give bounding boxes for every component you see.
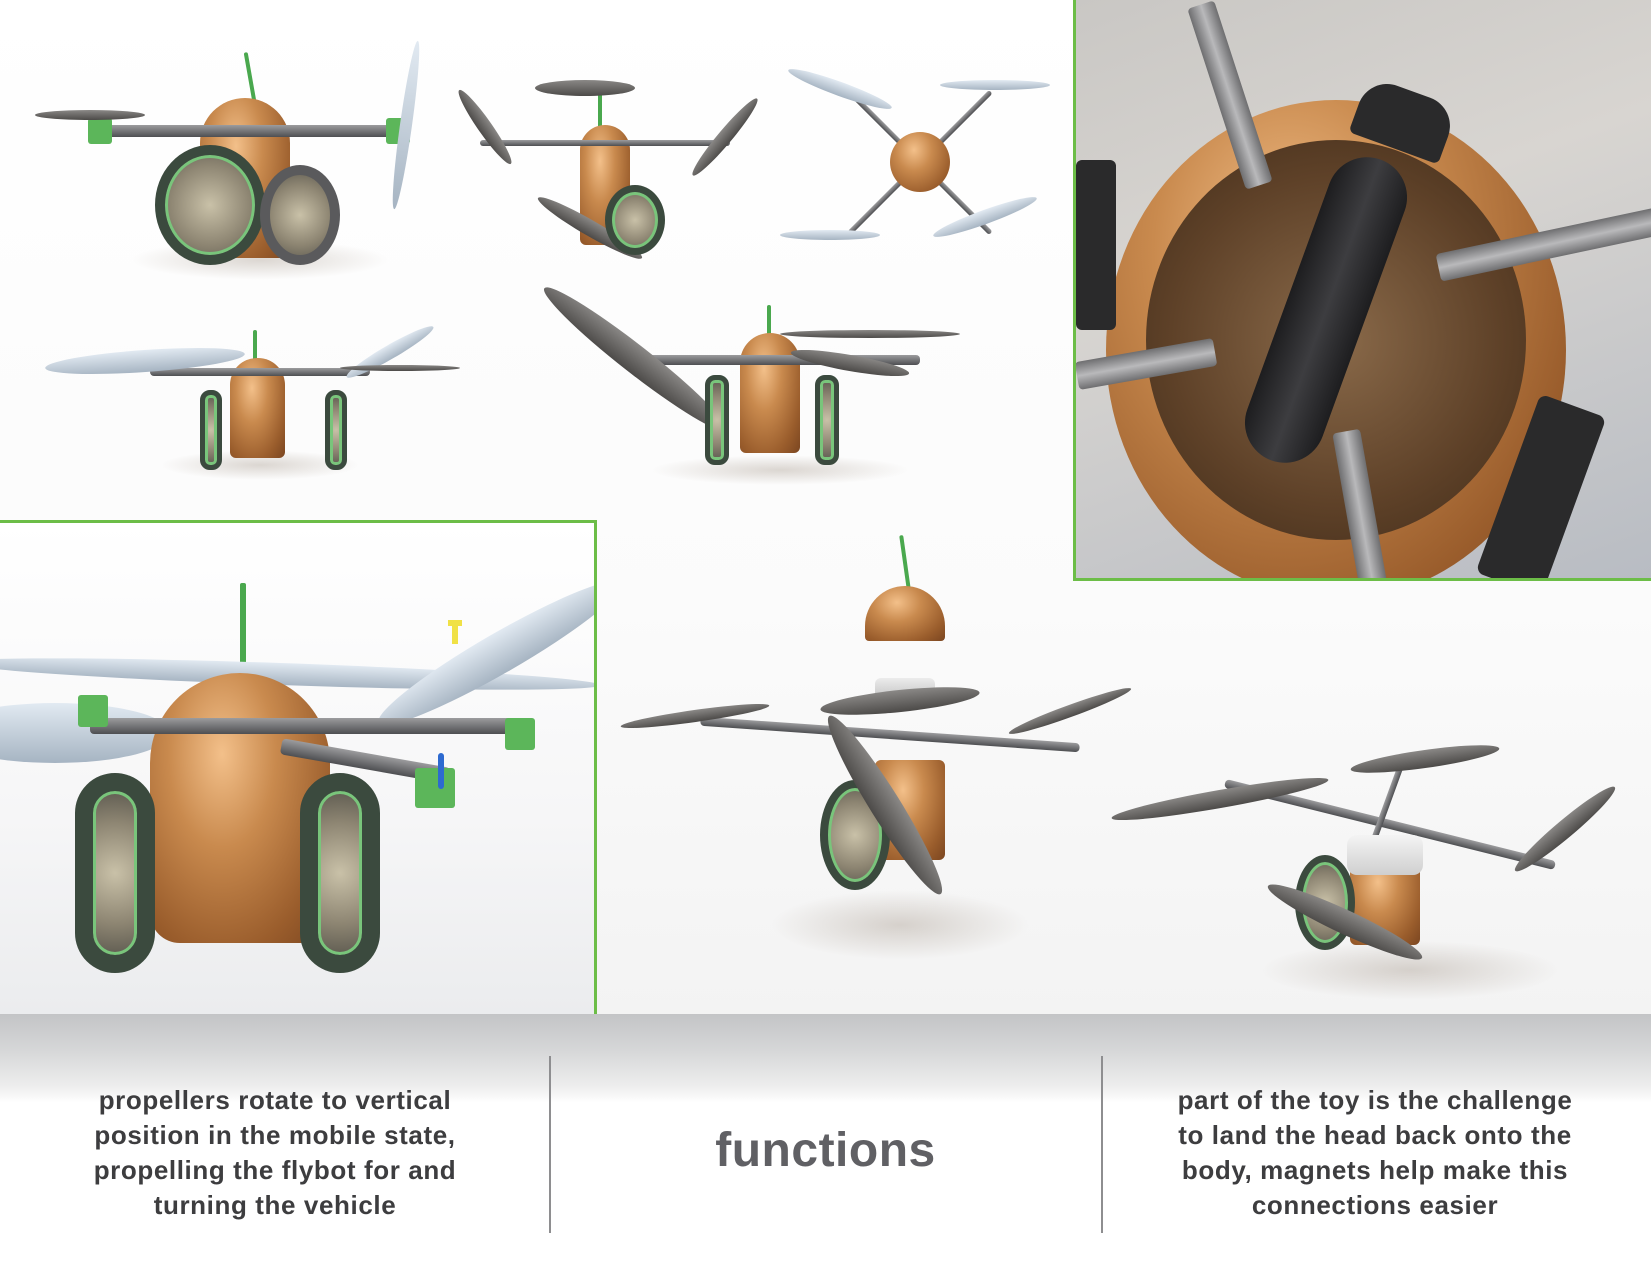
caption-left: propellers rotate to vertical position i… — [20, 1083, 530, 1223]
page-title: functions — [715, 1124, 936, 1177]
caption-left-line: turning the vehicle — [153, 1190, 397, 1220]
render-front-view-light-props — [40, 320, 470, 480]
caption-right-line: to land the head back onto the — [1178, 1120, 1572, 1150]
caption-left-line: position in the mobile state, — [94, 1120, 456, 1150]
caption-left-line: propelling the flybot for and — [93, 1155, 457, 1185]
render-top-view — [780, 63, 1050, 260]
render-detail-front-closeup — [0, 523, 594, 1014]
caption-right-line: body, magnets help make this — [1181, 1155, 1569, 1185]
render-front-perspective — [440, 70, 780, 270]
caption-left-line: propellers rotate to vertical — [98, 1085, 452, 1115]
caption-right-line: part of the toy is the challenge — [1177, 1085, 1573, 1115]
separator-left — [549, 1056, 551, 1233]
render-side-view-mobile — [30, 39, 430, 280]
render-assembled-no-head — [1110, 739, 1630, 1000]
render-exploded-head — [619, 530, 1160, 980]
detail-front-closeup-frame — [0, 520, 597, 1017]
detail-top-inside-frame — [1073, 0, 1651, 581]
separator-right — [1101, 1056, 1103, 1233]
render-detail-top-inside — [1076, 0, 1651, 578]
caption-band — [0, 1014, 1651, 1275]
caption-right: part of the toy is the challenge to land… — [1110, 1083, 1640, 1223]
render-front-view-rotating-prop — [530, 277, 1010, 485]
caption-right-line: connections easier — [1251, 1190, 1499, 1220]
